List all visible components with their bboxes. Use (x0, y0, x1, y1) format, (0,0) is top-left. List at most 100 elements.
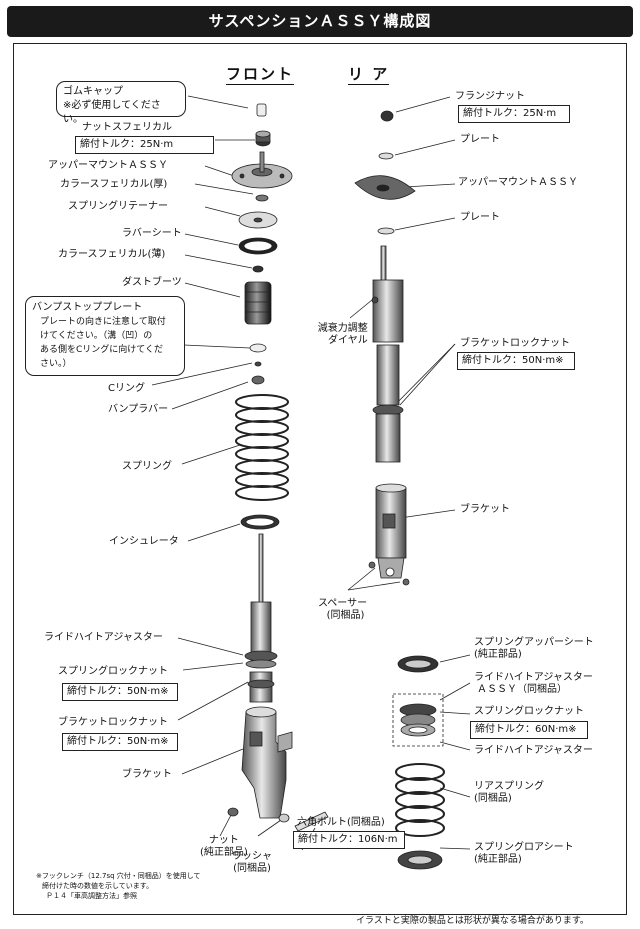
front-bump-rubber (251, 375, 265, 385)
rear-bracket (368, 483, 410, 586)
rear-spring-sub: (同梱品) (474, 793, 512, 804)
bump-rubber-label: バンプラバー (108, 404, 169, 415)
dust-boots-label: ダストブーツ (122, 277, 182, 288)
nut-spherical-label: ナットスフェリカル (82, 122, 172, 133)
damping-dial-line1: 減衰力調整 (317, 323, 368, 334)
spring-lower-seat-label: スプリングロアシート (純正部品) (474, 842, 574, 866)
upper-mount-rear-label: アッパーマウントＡＳＳＹ (458, 177, 578, 188)
spacer-name: スペーサー (318, 598, 368, 609)
torque-50-bracket-lock-front: 締付トルク：50N·m※ (62, 733, 178, 751)
front-c-ring (254, 361, 262, 367)
diagram-frame (13, 43, 627, 915)
bracket-lock-nut-rear-label: ブラケットロックナット (460, 338, 570, 349)
rha-assy-name: ライドハイトアジャスター (474, 672, 593, 683)
washer-name: ワッシャ (232, 851, 272, 862)
rubber-cap-callout: ゴムキャップ ※必ず使用してください。 (56, 81, 186, 125)
front-spherical-nut (255, 130, 271, 147)
rear-spring-label: リアスプリング (同梱品) (474, 781, 544, 805)
bump-stop-plate-title: バンプストッププレート (32, 302, 143, 313)
collar-thin-label: カラースフェリカル(薄) (58, 249, 166, 260)
footnote: ※フックレンチ（12.7sq 穴付・同梱品）を使用して 締付けた時の数値を示して… (36, 871, 201, 901)
rear-spring (395, 763, 445, 837)
front-rubber-sheet (238, 237, 278, 255)
bump-plate-note-1: プレートの向きに注意して取付 (40, 317, 166, 327)
front-dust-boots (244, 281, 272, 325)
section-front: フロント (226, 65, 295, 85)
washer-label: ワッシャ (同梱品) (232, 851, 272, 875)
spacer-label: スペーサー (同梱品) (318, 598, 367, 622)
rear-spring-upper-seat (397, 655, 439, 673)
bracket-rear-label: ブラケット (460, 504, 510, 515)
rha-assy-label: ライドハイトアジャスター ＡＳＳＹ（同梱品） (474, 672, 593, 696)
front-upper-mount (231, 151, 293, 189)
front-collar-thin (252, 265, 264, 273)
bump-plate-note-4: さい。） (40, 359, 72, 369)
torque-25-rear: 締付トルク：25N·m (458, 105, 570, 123)
spring-upper-seat-sub: (純正部品) (474, 649, 522, 660)
spring-lock-nut-rear-label: スプリングロックナット (474, 706, 584, 717)
spacer-sub: (同梱品) (326, 610, 365, 621)
spring-retainer-label: スプリングリテーナー (68, 201, 168, 212)
bracket-lock-nut-front-label: ブラケットロックナット (58, 717, 168, 728)
ride-height-adjuster-front-label: ライドハイトアジャスター (44, 632, 163, 643)
bump-plate-note-2: けてください。（溝（凹）の (40, 331, 153, 341)
bump-stop-plate-callout: バンプストッププレート プレートの向きに注意して取付 けてください。（溝（凹）の… (25, 296, 185, 376)
spring-upper-seat-label: スプリングアッパーシート (純正部品) (474, 637, 594, 661)
front-bump-stop-plate (249, 343, 267, 353)
front-bracket (241, 706, 293, 819)
rubber-cap-note: ※必ず使用してください。 (63, 100, 161, 125)
c-ring-label: Cリング (108, 383, 145, 394)
torque-50-rear: 締付トルク：50N·m※ (457, 352, 575, 370)
insulator-label: インシュレータ (109, 536, 179, 547)
rear-spring-lower-seat (397, 850, 443, 870)
damping-dial-label: 減衰力調整 ダイヤル (316, 323, 368, 347)
rear-plate-top (378, 152, 394, 160)
hex-bolt-label: 六角ボルト(同梱品) (297, 817, 385, 828)
rear-flange-nut (380, 110, 394, 122)
front-rubber-cap (256, 103, 267, 117)
section-rear: リ ア (348, 65, 390, 85)
rha-assy-sub: ＡＳＳＹ（同梱品） (477, 684, 567, 695)
bracket-front-label: ブラケット (122, 769, 172, 780)
washer-sub: (同梱品) (233, 863, 271, 874)
front-insulator (240, 514, 280, 530)
page-title: サスペンションＡＳＳＹ構成図 (7, 6, 633, 37)
damping-dial-line2: ダイヤル (328, 335, 368, 346)
front-damper (244, 533, 278, 703)
footnote-line2: 締付けた時の数値を示しています。 (42, 882, 154, 890)
front-spring (235, 394, 289, 501)
front-collar-thick (255, 194, 269, 202)
flange-nut-label: フランジナット (455, 91, 525, 102)
collar-thick-label: カラースフェリカル(厚) (60, 179, 168, 190)
spring-lower-seat-name: スプリングロアシート (474, 842, 574, 853)
plate-top-label: プレート (460, 134, 500, 145)
bump-plate-note-3: ある側をCリングに向けてくだ (40, 345, 164, 355)
spring-label: スプリング (122, 461, 172, 472)
rear-spring-name: リアスプリング (474, 781, 544, 792)
disclaimer: イラストと実際の製品とは形状が異なる場合があります。 (356, 916, 589, 926)
upper-mount-front-label: アッパーマウントＡＳＳＹ (48, 160, 168, 171)
rear-adjuster-dashed-box (392, 693, 444, 747)
nut-name: ナット (208, 835, 239, 846)
torque-25-front: 締付トルク：25N·m (75, 136, 214, 154)
torque-50-spring-lock-front: 締付トルク：50N·m※ (62, 683, 178, 701)
rear-plate-bottom (377, 227, 395, 235)
rear-ride-height-adjuster (399, 703, 437, 737)
nut-label: ナット (純正部品) (200, 835, 248, 859)
rubber-sheet-label: ラバーシート (122, 228, 182, 239)
footnote-line1: ※フックレンチ（12.7sq 穴付・同梱品）を使用して (36, 872, 201, 880)
rear-damper (371, 245, 404, 463)
leader-lines (151, 95, 471, 851)
spring-lock-nut-front-label: スプリングロックナット (58, 666, 168, 677)
rubber-cap-label: ゴムキャップ (63, 86, 123, 97)
torque-60-rear: 締付トルク：60N·m※ (470, 721, 588, 739)
plate-bottom-label: プレート (460, 212, 500, 223)
front-spring-retainer (238, 211, 278, 229)
spring-upper-seat-name: スプリングアッパーシート (474, 637, 594, 648)
footnote-line3: Ｐ１４「車高調整方法」参照 (46, 892, 137, 900)
front-nut-washer-bolt (227, 807, 329, 832)
torque-106: 締付トルク：106N·m (293, 831, 405, 849)
rear-upper-mount (354, 175, 416, 200)
spring-lower-seat-sub: (純正部品) (474, 854, 522, 865)
